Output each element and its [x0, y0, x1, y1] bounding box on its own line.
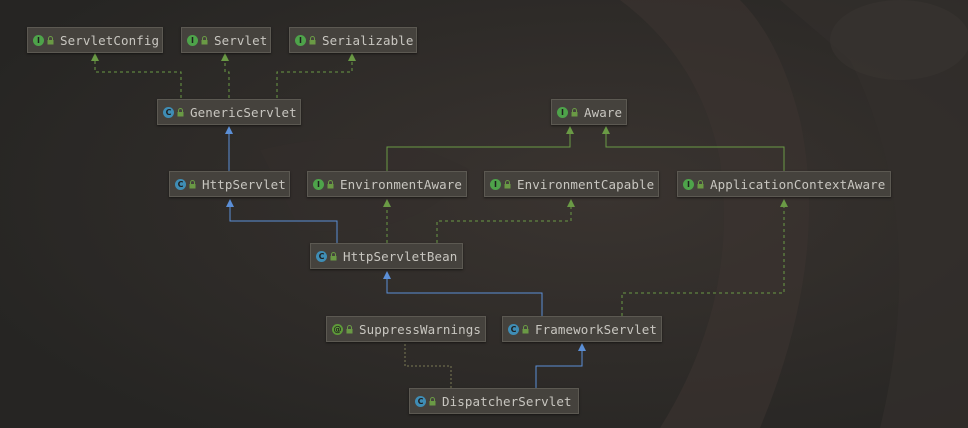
class-icon: C [415, 395, 426, 407]
node-label: GenericServlet [190, 104, 297, 120]
node-label: EnvironmentAware [340, 176, 463, 192]
lock-icon [330, 251, 337, 260]
node-environmentaware[interactable]: I EnvironmentAware [307, 171, 467, 197]
lock-icon [309, 35, 316, 44]
abstract-class-icon: C [175, 178, 186, 190]
node-httpservletbean[interactable]: C HttpServletBean [310, 243, 463, 269]
interface-icon: I [295, 34, 306, 46]
node-label: Aware [584, 104, 623, 120]
node-applicationcontextaware[interactable]: I ApplicationContextAware [677, 171, 891, 197]
abstract-class-icon: C [508, 323, 519, 335]
node-label: FrameworkServlet [535, 321, 658, 337]
node-serializable[interactable]: I Serializable [289, 27, 417, 53]
node-environmentcapable[interactable]: I EnvironmentCapable [484, 171, 659, 197]
lock-icon [504, 179, 511, 188]
arrowhead [566, 126, 574, 134]
annotation-icon: @ [332, 323, 343, 335]
arrowhead [226, 199, 234, 207]
lock-icon [522, 324, 529, 333]
abstract-class-icon: C [316, 250, 327, 262]
node-label: EnvironmentCapable [517, 176, 655, 192]
abstract-class-icon: C [163, 106, 174, 118]
lock-icon [177, 107, 184, 116]
edge-dispatcherservlet-suppresswarnings [404, 344, 452, 388]
edge-environmentaware-aware [386, 133, 571, 171]
node-label: ServletConfig [60, 32, 160, 48]
arrowhead [578, 343, 586, 351]
node-label: Serializable [322, 32, 414, 48]
arrowhead [780, 199, 788, 207]
node-servlet[interactable]: I Servlet [181, 27, 271, 53]
node-label: HttpServletBean [343, 248, 458, 264]
lock-icon [571, 107, 578, 116]
arrowhead [602, 126, 610, 134]
lock-icon [189, 179, 196, 188]
arrowhead [383, 271, 391, 279]
arrowhead [383, 199, 391, 207]
arrowhead [567, 199, 575, 207]
node-dispatcherservlet[interactable]: C DispatcherServlet [409, 388, 579, 414]
lock-icon [47, 35, 54, 44]
interface-icon: I [313, 178, 324, 190]
edge-frameworkservlet-httpservletbean [386, 278, 543, 316]
node-label: ApplicationContextAware [710, 176, 886, 192]
lock-icon [429, 396, 436, 405]
interface-icon: I [33, 34, 44, 46]
node-servletconfig[interactable]: I ServletConfig [27, 27, 163, 53]
edge-dispatcherservlet-frameworkservlet [535, 350, 583, 388]
node-label: HttpServlet [202, 176, 286, 192]
interface-icon: I [490, 178, 501, 190]
node-label: SuppressWarnings [359, 321, 482, 337]
arrowhead [348, 53, 356, 61]
lock-icon [327, 179, 334, 188]
edge-genericservlet-servlet [224, 60, 230, 98]
node-label: DispatcherServlet [442, 393, 572, 409]
edge-genericservlet-serializable [276, 60, 353, 98]
arrowhead [221, 53, 229, 61]
interface-icon: I [187, 34, 198, 46]
lock-icon [201, 35, 208, 44]
node-label: Servlet [214, 32, 268, 48]
node-aware[interactable]: I Aware [551, 99, 627, 125]
lock-icon [697, 179, 704, 188]
node-suppresswarnings[interactable]: @ SuppressWarnings [326, 316, 486, 342]
edge-httpservletbean-environmentcapable [436, 206, 572, 243]
interface-icon: I [683, 178, 694, 190]
edge-frameworkservlet-applicationcontextaware [621, 206, 785, 316]
edge-genericservlet-servletconfig [94, 60, 182, 98]
edge-applicationcontextaware-aware [605, 133, 785, 171]
interface-icon: I [557, 106, 568, 118]
arrowhead [91, 53, 99, 61]
node-httpservlet[interactable]: C HttpServlet [169, 171, 290, 197]
edge-httpservletbean-httpservlet [229, 206, 338, 243]
node-frameworkservlet[interactable]: C FrameworkServlet [502, 316, 662, 342]
lock-icon [346, 324, 353, 333]
node-genericservlet[interactable]: C GenericServlet [157, 99, 301, 125]
arrowhead [225, 126, 233, 134]
